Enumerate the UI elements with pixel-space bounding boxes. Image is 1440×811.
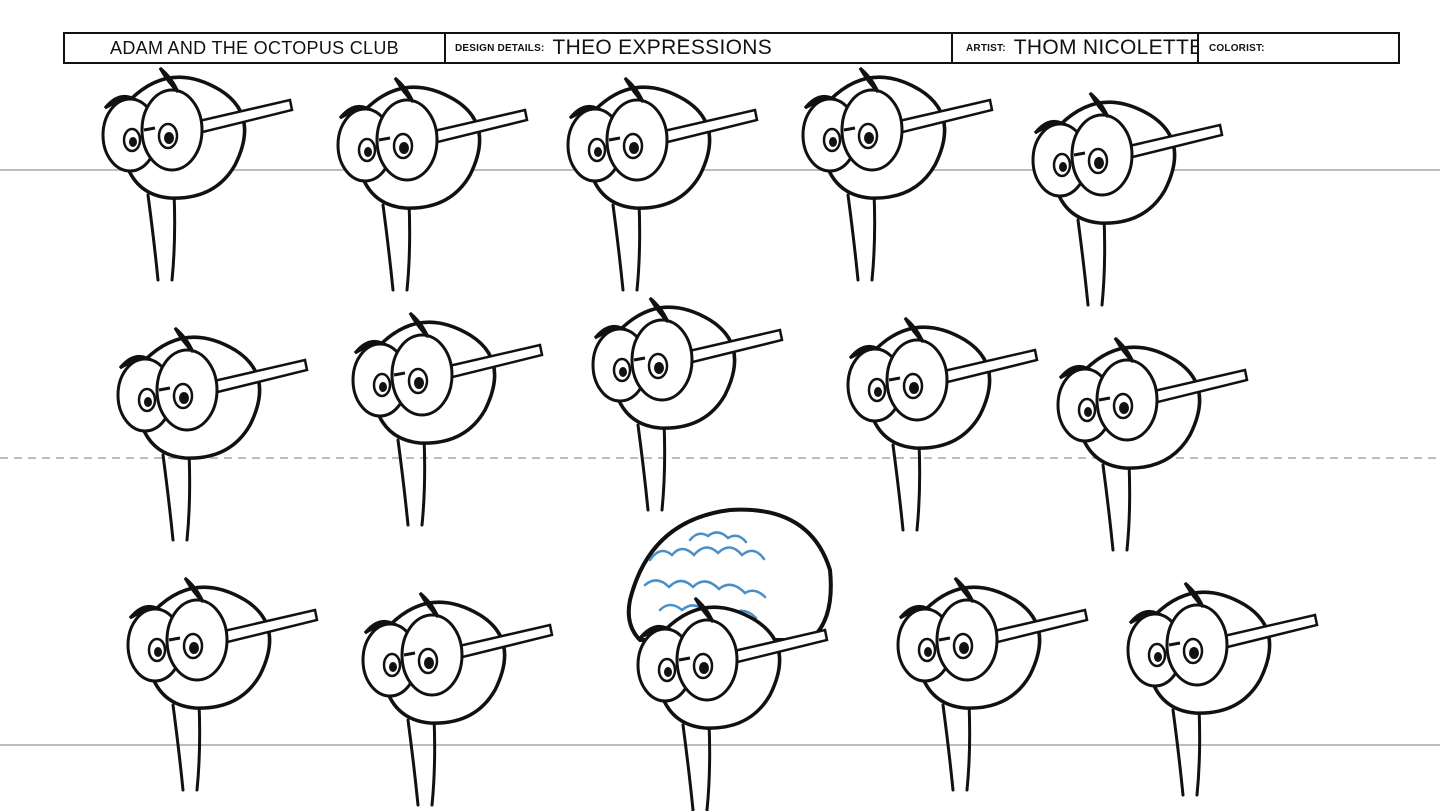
theo-expression-6 [116, 326, 309, 542]
theo-expression-15 [1126, 581, 1319, 797]
theo-expression-10 [1056, 336, 1249, 552]
theo-expression-2 [336, 76, 529, 292]
design-details-cell: DESIGN DETAILS: THEO EXPRESSIONS [446, 34, 953, 62]
theo-expression-4 [801, 66, 994, 282]
theo-expression-11 [126, 576, 319, 792]
theo-expression-8 [591, 296, 784, 512]
colorist-cell: COLORIST: [1199, 34, 1398, 62]
colorist-label: COLORIST: [1209, 42, 1265, 54]
show-title-cell: ADAM AND THE OCTOPUS CLUB [65, 34, 446, 62]
theo-expression-1 [101, 66, 294, 282]
title-block: ADAM AND THE OCTOPUS CLUB DESIGN DETAILS… [63, 32, 1400, 64]
show-title: ADAM AND THE OCTOPUS CLUB [110, 37, 399, 58]
brain-illustration [626, 507, 833, 642]
design-details-label: DESIGN DETAILS: [455, 42, 545, 54]
theo-expression-7 [351, 311, 544, 527]
theo-expression-3 [566, 76, 759, 292]
artist-value: THOM NICOLETTE [1013, 36, 1199, 59]
theo-expression-14 [896, 576, 1089, 792]
artist-cell: ARTIST: THOM NICOLETTE [953, 34, 1199, 62]
theo-expression-5 [1031, 91, 1224, 307]
theo-expression-9 [846, 316, 1039, 532]
theo-expression-12 [361, 591, 554, 807]
artist-label: ARTIST: [966, 42, 1006, 54]
design-details-value: THEO EXPRESSIONS [552, 36, 773, 59]
